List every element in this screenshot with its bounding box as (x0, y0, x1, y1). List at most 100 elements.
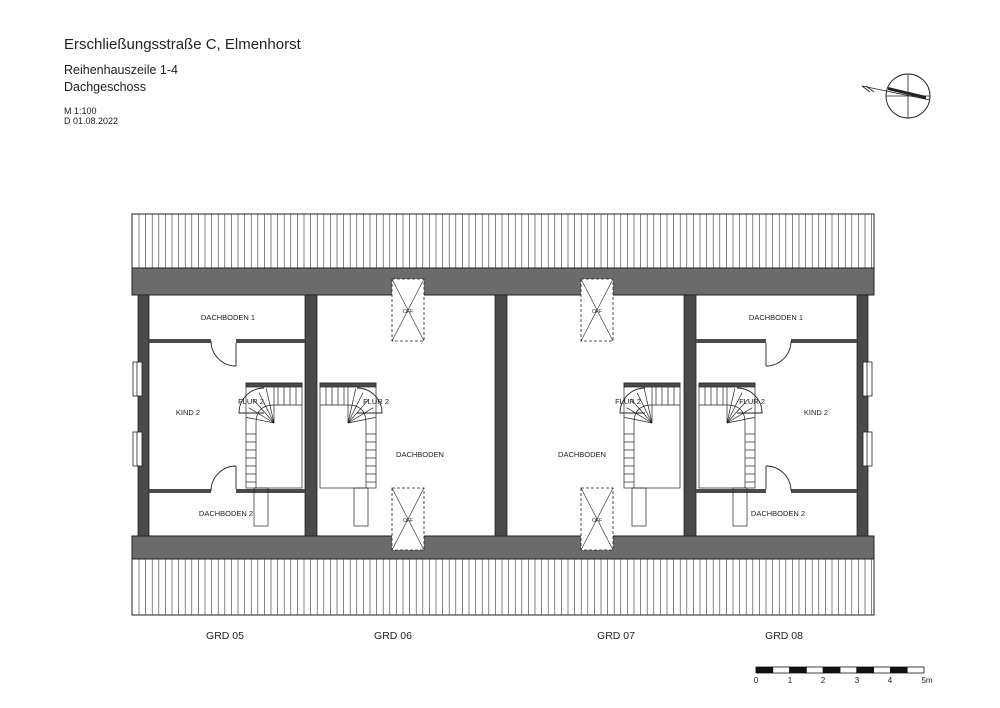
north-arrow-icon (861, 73, 931, 119)
interior-walls (149, 339, 857, 493)
stair-wall (319, 382, 377, 388)
scale-note: M 1:100 (64, 106, 97, 116)
stair-step (252, 398, 275, 424)
stair-step (347, 407, 374, 424)
stair-landing (353, 487, 369, 527)
stair-landing (631, 487, 647, 527)
room-label-flur-2: FLUR 2 (363, 397, 389, 406)
skylight-label: OFF (403, 309, 413, 315)
skylight: OFF (580, 487, 614, 551)
stair-stringer (320, 404, 367, 488)
stair-step (347, 392, 364, 424)
skylight: OFF (580, 278, 614, 342)
room-label-flur-2: FLUR 2 (238, 397, 264, 406)
scale-bar-segment (789, 666, 807, 674)
doors (210, 340, 792, 492)
room-label-dachboden: DACHBODEN (558, 450, 606, 459)
room-label-dachboden: DACHBODEN (396, 450, 444, 459)
windows (132, 361, 873, 467)
date-note: D 01.08.2022 (64, 116, 119, 126)
skylight-diagonal (580, 487, 614, 551)
stair-step (347, 417, 376, 424)
scale-bar-segment (856, 666, 874, 674)
skylight-label: OFF (592, 518, 602, 524)
scale-bar-segment (890, 666, 908, 674)
skylight: OFF (391, 278, 425, 342)
scale-bar-segment (822, 666, 841, 674)
scale-label: 5m (921, 676, 932, 685)
room-label-kind-2: KIND 2 (176, 408, 200, 417)
plan-title: Erschließungsstraße C, Elmenhorst (64, 36, 301, 53)
plan-subtitle: Reihenhauszeile 1-4 (64, 63, 178, 77)
stair-wall (623, 382, 681, 388)
stair-step (726, 392, 743, 424)
stair-step (636, 392, 653, 424)
stair-wall (245, 382, 303, 388)
stair-step (258, 392, 275, 424)
room-label-dachboden-1: DACHBODEN 1 (749, 313, 803, 322)
scale-label: 1 (788, 676, 793, 685)
roof-tiles-top (131, 213, 875, 269)
stair-stringer (633, 404, 680, 488)
stair-step (265, 388, 275, 424)
scale-bar-segment (806, 666, 824, 674)
staircase (623, 382, 681, 527)
stair-landing (732, 487, 748, 527)
stair-step (347, 388, 357, 424)
skylights: OFF OFF OFF OFF (391, 278, 614, 551)
stair-step (624, 417, 653, 424)
eave-beam-top (131, 267, 875, 296)
lot-label: GRD 07 (597, 630, 635, 642)
roof-outline (131, 213, 875, 269)
staircase (698, 382, 756, 527)
skylight: OFF (391, 487, 425, 551)
room-label-dachboden-2: DACHBODEN 2 (199, 509, 253, 518)
floor-name: Dachgeschoss (64, 80, 146, 94)
roof-tiles-bottom (131, 558, 875, 616)
staircase (245, 382, 303, 527)
skylight-diagonal (391, 487, 425, 551)
skylight-label: OFF (592, 309, 602, 315)
stair-step (726, 398, 749, 424)
scale-label: 4 (888, 676, 893, 685)
skylight-diagonal (391, 278, 425, 342)
scale-bar-segment (772, 666, 790, 674)
scale-bar-segment (906, 666, 925, 674)
stair-landing (253, 487, 269, 527)
room-label-dachboden-2: DACHBODEN 2 (751, 509, 805, 518)
scale-label: 3 (855, 676, 860, 685)
stair-step (347, 398, 370, 424)
stair-step (726, 388, 736, 424)
stair-wall (698, 382, 756, 388)
scale-bar-segment (839, 666, 858, 674)
scale-bar (755, 666, 925, 674)
stair-step (626, 407, 653, 424)
stair-step (630, 398, 653, 424)
scale-bar-segment (755, 666, 774, 674)
room-labels: DACHBODEN 1 KIND 2 DACHBODEN 2 FLUR 2 FL… (176, 313, 828, 518)
stair-step (248, 407, 275, 424)
stair-step (246, 417, 275, 424)
room-label-kind-2: KIND 2 (804, 408, 828, 417)
room-label-flur-2: FLUR 2 (615, 397, 641, 406)
eave-beam-bottom (131, 535, 875, 560)
stair-stringer (255, 404, 302, 488)
room-label-flur-2: FLUR 2 (739, 397, 765, 406)
staircase (319, 382, 377, 527)
lot-label: GRD 05 (206, 630, 244, 642)
stair-step (726, 417, 755, 424)
scale-bar-segment (873, 666, 891, 674)
structural-walls (137, 294, 869, 537)
stair-step (643, 388, 653, 424)
skylight-label: OFF (403, 518, 413, 524)
staircases (245, 382, 756, 527)
lot-label: GRD 08 (765, 630, 803, 642)
scale-label: 0 (754, 676, 759, 685)
scale-label: 2 (821, 676, 826, 685)
roof-outline (131, 558, 875, 616)
scale-bar-labels: 0 1 2 3 4 5m (754, 676, 933, 685)
room-label-dachboden-1: DACHBODEN 1 (201, 313, 255, 322)
skylight-diagonal (580, 278, 614, 342)
stair-step (726, 407, 753, 424)
